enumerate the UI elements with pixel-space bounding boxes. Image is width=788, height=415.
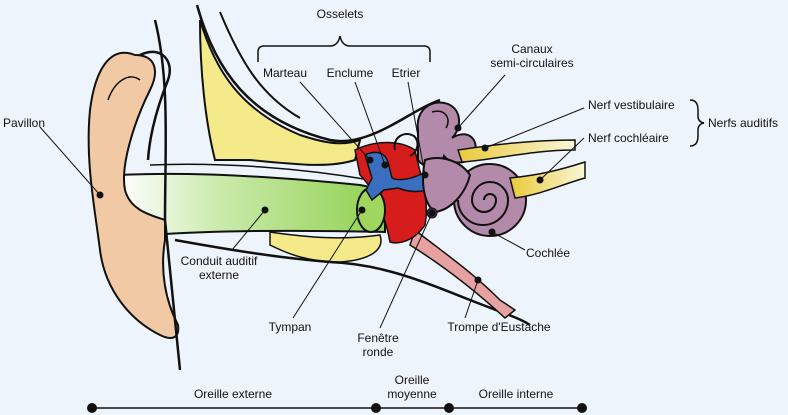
label-fenetre-line2: ronde <box>363 345 394 359</box>
label-pavillon: Pavillon <box>3 116 45 130</box>
label-enclume: Enclume <box>327 66 374 80</box>
region-dot-end <box>577 403 587 413</box>
label-canaux-line2: semi-circulaires <box>490 56 573 70</box>
label-tympan: Tympan <box>269 320 312 334</box>
region-oreille-moyenne-line2: moyenne <box>387 387 437 401</box>
eustachian-tube <box>410 230 515 318</box>
label-trompe: Trompe d'Eustache <box>447 320 551 334</box>
region-dot-start <box>87 403 97 413</box>
region-oreille-interne: Oreille interne <box>479 387 554 401</box>
nerfs-auditifs-brace <box>690 100 704 146</box>
region-oreille-moyenne-line1: Oreille <box>395 373 430 387</box>
region-oreille-externe: Oreille externe <box>194 387 272 401</box>
label-nerf-cochleaire: Nerf cochléaire <box>588 131 669 145</box>
label-nerf-vestibulaire: Nerf vestibulaire <box>588 98 675 112</box>
label-marteau: Marteau <box>263 66 307 80</box>
label-conduit-line2: externe <box>199 268 239 282</box>
label-canaux-line1: Canaux <box>511 42 552 56</box>
region-dot-fenetre <box>444 403 454 413</box>
label-osselets: Osselets <box>317 7 364 21</box>
osselets-bracket <box>258 36 430 62</box>
label-etrier: Etrier <box>392 66 421 80</box>
temporal-bone-upper <box>200 20 360 165</box>
label-cochlee: Cochlée <box>526 246 570 260</box>
region-dot-tympan <box>371 403 381 413</box>
label-conduit-line1: Conduit auditif <box>181 254 258 268</box>
label-nerfs-auditifs: Nerfs auditifs <box>708 116 778 130</box>
label-fenetre-line1: Fenêtre <box>357 331 399 345</box>
cochlear-nerve <box>510 162 585 198</box>
